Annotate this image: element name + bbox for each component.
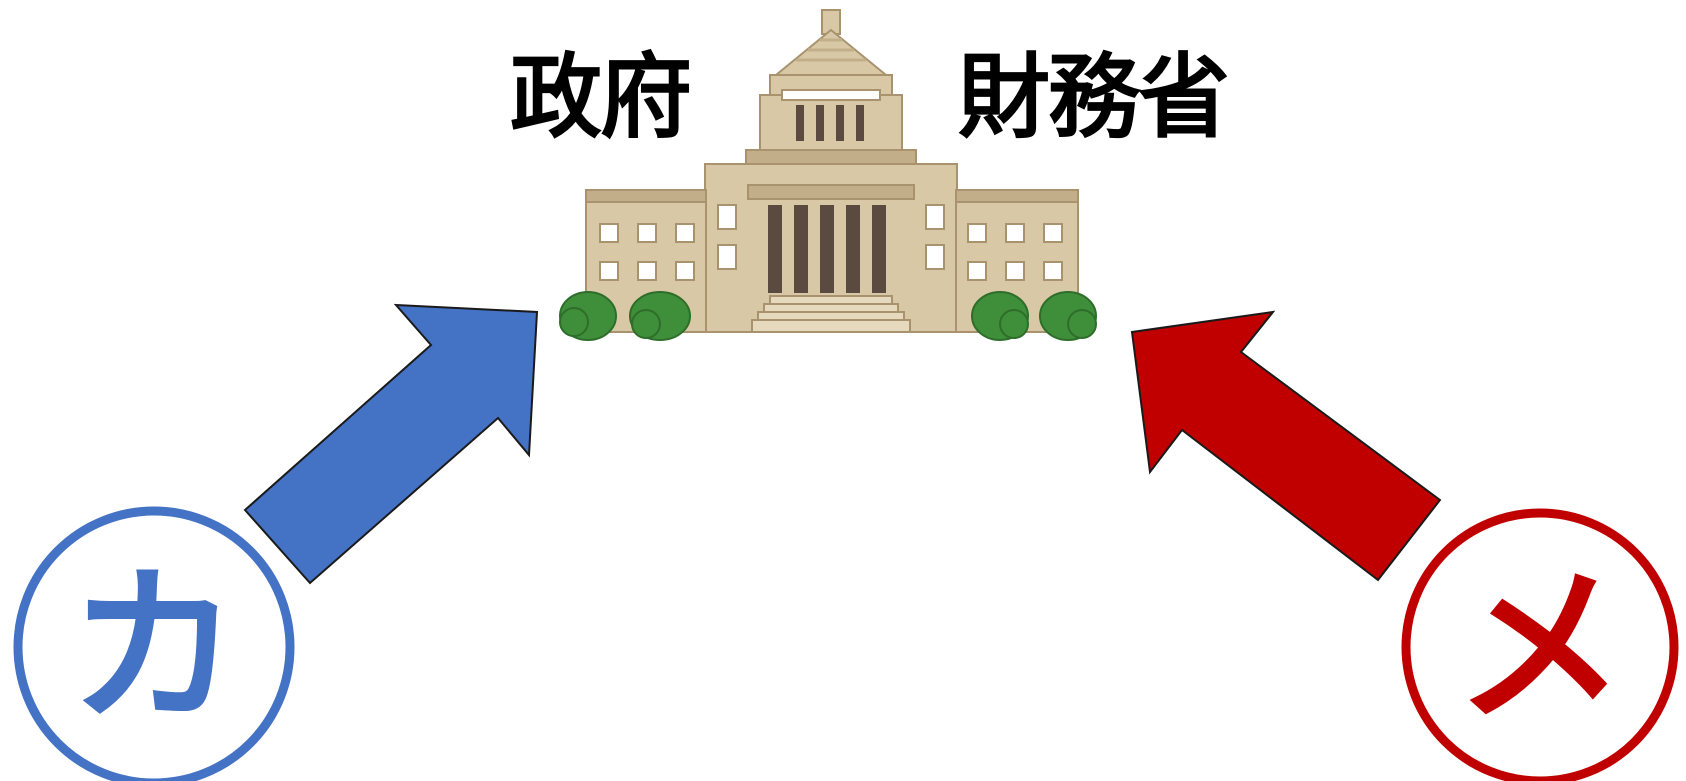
government-label: 政府	[510, 44, 692, 151]
right-badge: メ	[1401, 508, 1679, 781]
left-badge-char: カ	[69, 549, 239, 747]
red-arrow	[1130, 310, 1442, 582]
bushes	[559, 291, 1097, 341]
ministry-of-finance-label: 財務省	[958, 44, 1230, 151]
left-badge: カ	[13, 506, 295, 781]
national-diet-building-icon	[585, 9, 1079, 333]
right-badge-char: メ	[1455, 549, 1625, 747]
blue-arrow	[243, 303, 539, 585]
